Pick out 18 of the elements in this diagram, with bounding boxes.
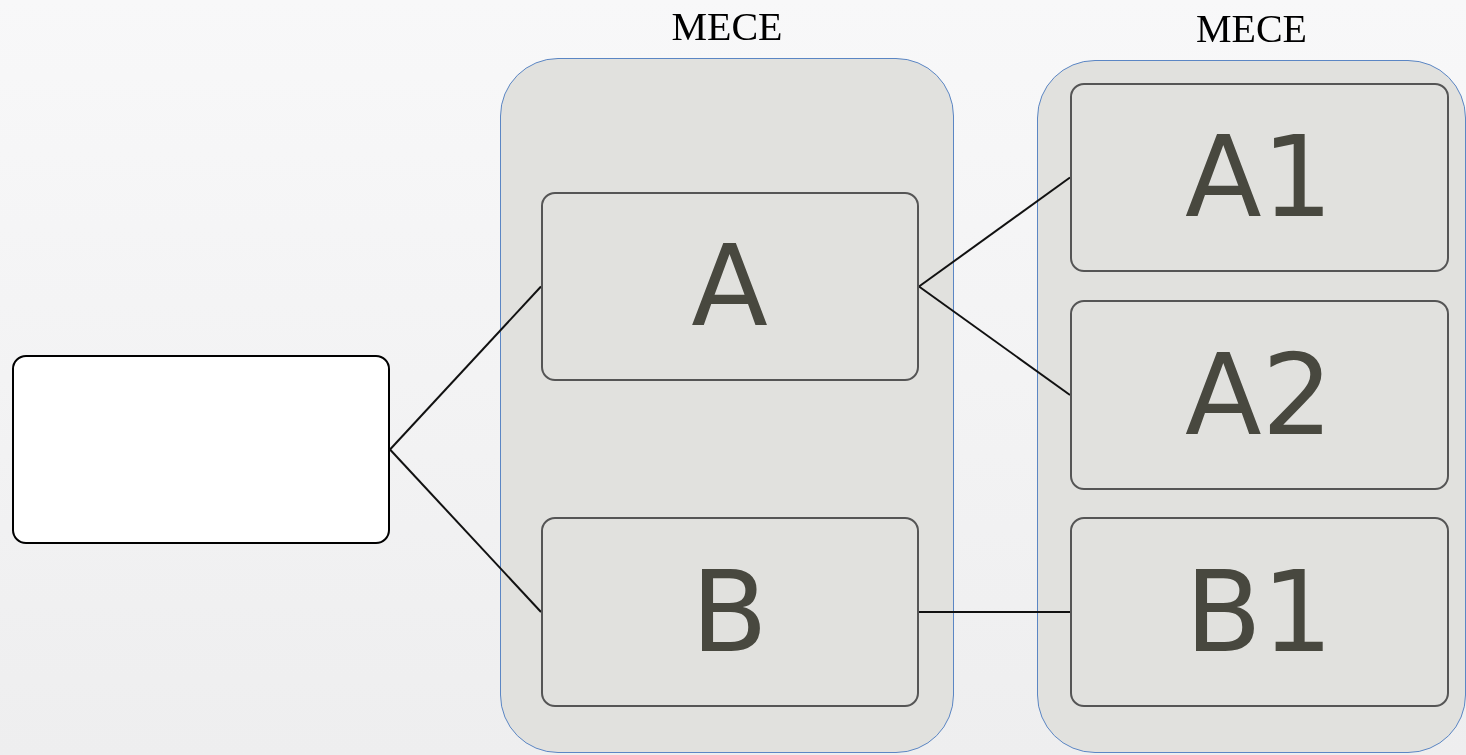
box-label: A2	[1185, 338, 1333, 451]
item-box	[540, 516, 919, 707]
connector-line	[389, 448, 542, 613]
connector-line	[918, 285, 1071, 396]
item-box	[1069, 82, 1449, 272]
group-heading: MECE	[1194, 5, 1309, 53]
box-label: A1	[1185, 121, 1333, 233]
box-label: B	[691, 555, 768, 668]
empty-box	[12, 355, 390, 544]
box-label: B1	[1184, 555, 1334, 668]
connector-line	[918, 611, 1071, 613]
item-box	[1069, 299, 1449, 490]
item-box	[1069, 516, 1449, 707]
item-box	[540, 191, 919, 381]
connector-line	[389, 285, 542, 451]
connector-line	[918, 176, 1071, 288]
group-heading: MECE	[670, 3, 784, 51]
box-label: A	[691, 230, 768, 342]
